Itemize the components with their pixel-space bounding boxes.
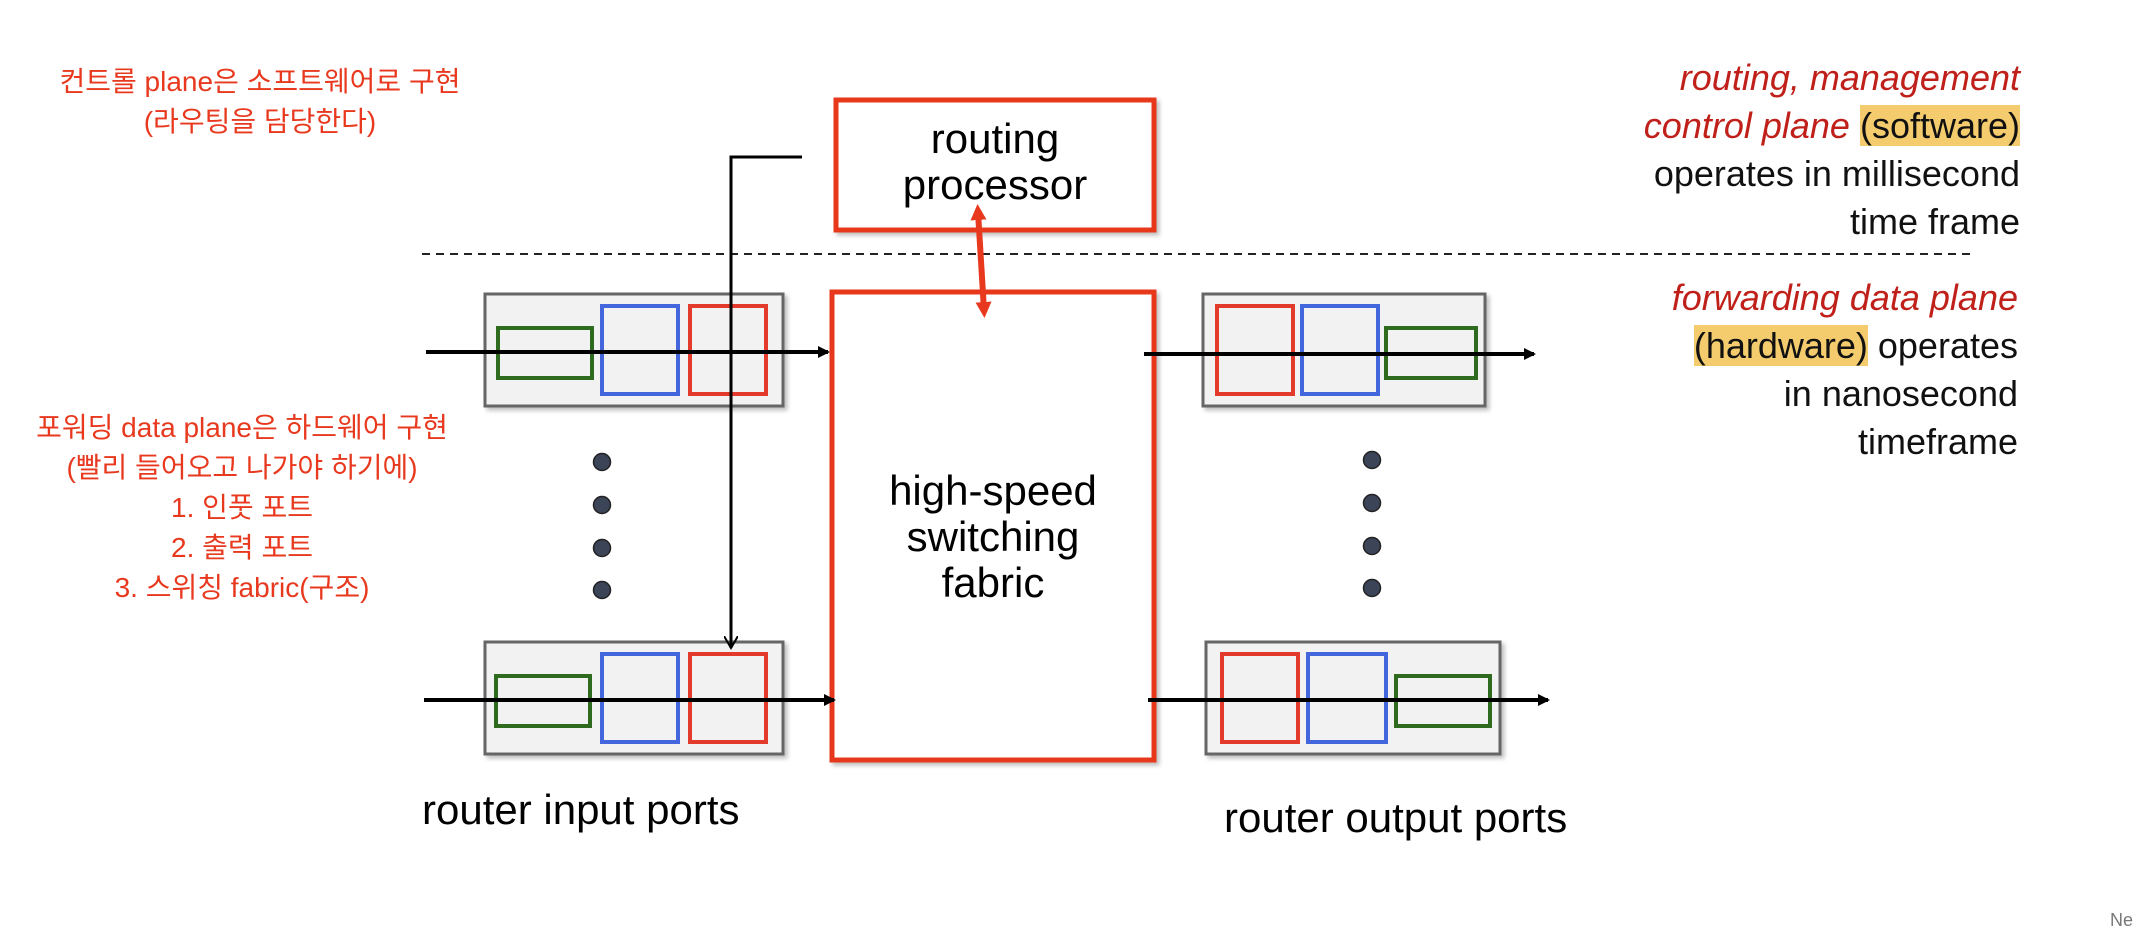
- hardware-highlight: (hardware): [1693, 325, 1868, 366]
- control-plane-description: routing, management control plane (softw…: [1460, 54, 2020, 246]
- output-ports-ellipsis: [1362, 450, 1382, 598]
- box-label-line: processor: [902, 161, 1088, 208]
- output-port-top: [1201, 292, 1487, 408]
- queue-packet-blue: [1300, 304, 1380, 396]
- processor-fabric-arrow: [970, 204, 992, 318]
- routing-processor-label: routing processor: [836, 116, 1154, 208]
- input-ports-caption: router input ports: [422, 786, 740, 833]
- control-path-line: [731, 155, 802, 648]
- corner-text: Ne: [2110, 910, 2134, 930]
- switching-fabric-label: high-speed switching fabric: [832, 468, 1154, 606]
- data-plane-description: forwarding data plane (hardware) operate…: [1458, 274, 2018, 466]
- input-ports-ellipsis: [592, 452, 612, 600]
- data-plane-subtitle: (hardware) operates: [1693, 325, 2018, 366]
- switching-fabric-box: [829, 289, 1157, 763]
- control-plane-title: routing, management: [1679, 57, 2020, 98]
- control-plane-annotation: 컨트롤 plane은 소프트웨어로 구현 (라우팅을 담당한다): [40, 62, 480, 142]
- control-plane-timing: operates in millisecond: [1653, 153, 2020, 194]
- data-plane-timing: in nanosecond: [1783, 373, 2018, 414]
- annotation-line: 2. 출력 포트: [171, 532, 313, 563]
- annotation-line: 포워딩 data plane은 하드웨어 구현: [36, 412, 448, 443]
- data-plane-timing: timeframe: [1857, 421, 2018, 462]
- data-plane-annotation: 포워딩 data plane은 하드웨어 구현 (빨리 들어오고 나가야 하기에…: [22, 408, 462, 608]
- box-label-line: routing: [930, 115, 1060, 162]
- box-label-line: switching: [906, 513, 1080, 560]
- annotation-line: (라우팅을 담당한다): [143, 106, 377, 137]
- annotation-line: 1. 인풋 포트: [171, 492, 313, 523]
- control-plane-subtitle: control plane (software): [1643, 105, 2020, 146]
- output-ports-caption: router output ports: [1224, 794, 1568, 841]
- annotation-line: 컨트롤 plane은 소프트웨어로 구현: [59, 66, 461, 97]
- software-highlight: (software: [1859, 105, 2008, 146]
- box-label-line: fabric: [941, 559, 1045, 606]
- queue-packet-red: [1215, 304, 1295, 396]
- data-plane-title: forwarding data plane: [1671, 277, 2018, 318]
- annotation-line: 3. 스위칭 fabric(구조): [114, 572, 370, 603]
- box-label-line: high-speed: [889, 467, 1097, 514]
- routing-processor-box: [833, 97, 1157, 233]
- annotation-line: (빨리 들어오고 나가야 하기에): [66, 452, 418, 483]
- control-plane-timing: time frame: [1849, 201, 2020, 242]
